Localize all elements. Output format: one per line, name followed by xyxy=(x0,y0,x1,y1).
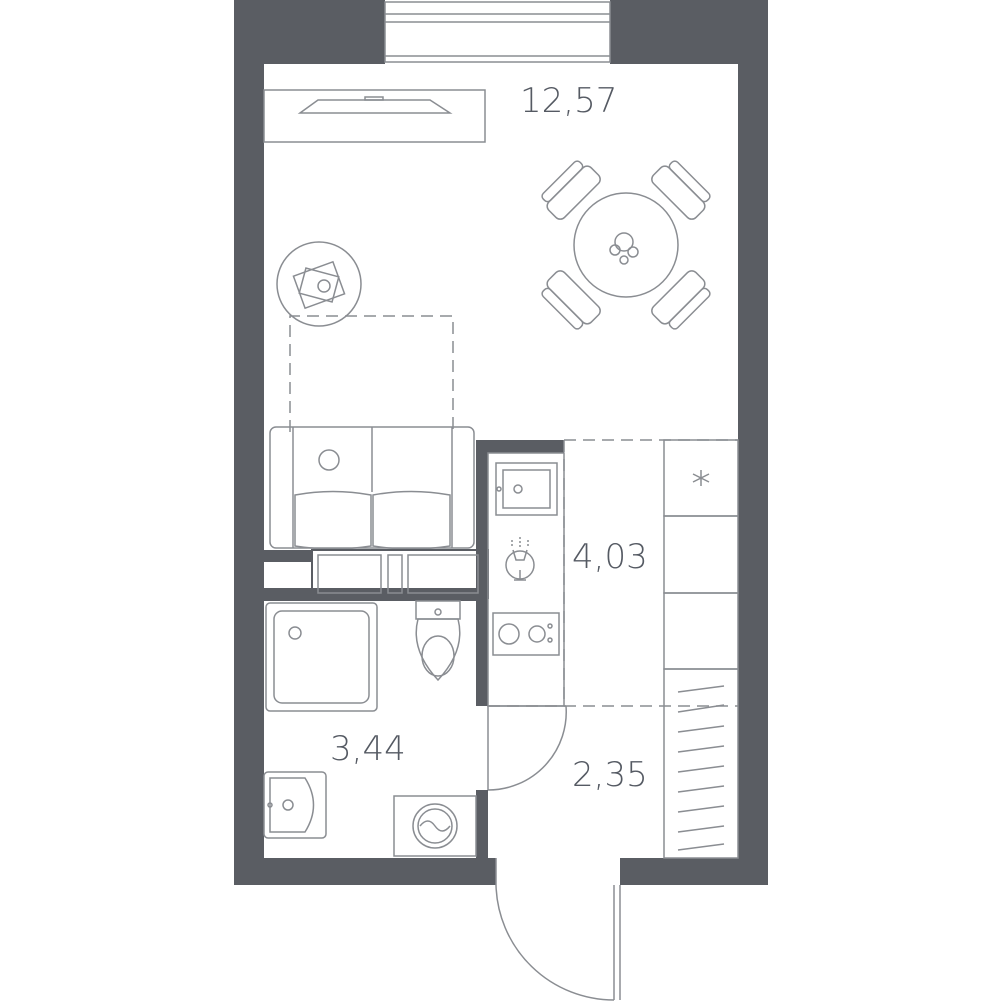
rug-outline xyxy=(289,315,454,432)
exterior-walls xyxy=(234,0,768,885)
area-label-hallway: 2,35 xyxy=(572,755,648,795)
wardrobe-icon xyxy=(663,668,739,859)
washbasin-icon xyxy=(263,771,327,839)
shower-icon xyxy=(265,602,378,712)
sofa-icon xyxy=(269,426,475,550)
bathroom-door-icon xyxy=(487,705,567,791)
area-label-living: 12,57 xyxy=(520,81,617,121)
oven-icon xyxy=(505,537,535,581)
entrance-door-icon xyxy=(495,858,621,1001)
coffee-table-icon xyxy=(276,241,362,327)
window-icon xyxy=(384,1,611,63)
hob-icon xyxy=(492,612,560,656)
sink-icon xyxy=(495,462,558,516)
area-label-kitchen: 4,03 xyxy=(572,537,648,577)
area-label-bathroom: 3,44 xyxy=(330,729,406,769)
washing-machine-icon xyxy=(393,795,477,857)
tv-icon xyxy=(263,89,486,143)
dining-table-icon xyxy=(541,160,711,330)
fridge-icon xyxy=(663,439,739,517)
toilet-icon xyxy=(415,600,461,682)
kitchen-cabinets xyxy=(663,515,739,670)
